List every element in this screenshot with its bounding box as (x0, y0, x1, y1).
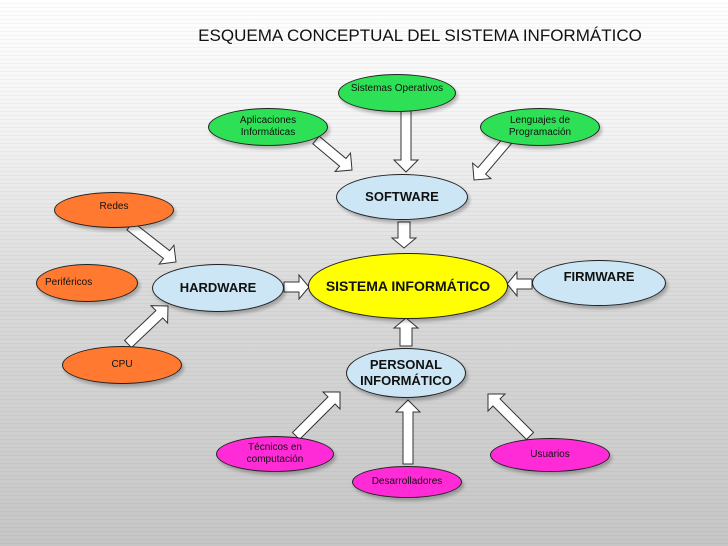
arrow-usuarios-to-personal (487, 393, 535, 441)
node-cpu-label: CPU (111, 359, 133, 370)
node-sistema-informatico: SISTEMA INFORMÁTICO (308, 253, 508, 319)
arrow-desarrolladores-to-personal (394, 399, 422, 465)
node-lenguajes-programacion: Lenguajes de Programación (480, 108, 600, 146)
arrow-redes-to-hardware (126, 221, 177, 265)
node-tecnicos-line2: computación (246, 454, 304, 465)
node-software-label: SOFTWARE (365, 189, 439, 204)
arrow-personal-to-sistema (392, 317, 420, 347)
node-aplicaciones-line1: Aplicaciones (239, 115, 297, 126)
node-lenguajes-line1: Lenguajes de (509, 115, 571, 126)
node-cpu: CPU (62, 346, 182, 384)
node-desarrolladores: Desarrolladores (352, 466, 462, 498)
arrow-cpu-to-hardware (123, 305, 169, 349)
arrow-tecnicos-to-personal (291, 391, 341, 441)
arrow-hardware-to-sistema (283, 273, 310, 301)
arrow-lenguajes-to-software (472, 136, 513, 181)
node-personal-line1: PERSONAL (369, 357, 443, 373)
node-tecnicos-computacion: Técnicos en computación (216, 436, 334, 472)
node-hardware: HARDWARE (152, 264, 284, 312)
node-sistemas-operativos: Sistemas Operativos (338, 74, 456, 112)
node-hardware-label: HARDWARE (179, 280, 257, 296)
node-lenguajes-line2: Programación (508, 127, 572, 138)
node-aplicaciones-line2: Informáticas (240, 127, 296, 138)
node-sistemas-operativos-label: Sistemas Operativos (350, 83, 444, 94)
node-redes: Redes (54, 192, 174, 228)
node-usuarios: Usuarios (490, 438, 610, 472)
node-usuarios-label: Usuarios (530, 449, 570, 460)
node-perifericos: Periféricos (36, 264, 138, 302)
arrow-sistemas-operativos-to-software (392, 109, 420, 173)
arrow-firmware-to-sistema (506, 270, 533, 298)
node-aplicaciones-informaticas: Aplicaciones Informáticas (208, 108, 328, 146)
node-software: SOFTWARE (336, 174, 468, 220)
diagram-title: ESQUEMA CONCEPTUAL DEL SISTEMA INFORMÁTI… (198, 26, 642, 45)
node-firmware: FIRMWARE (532, 260, 666, 306)
arrow-aplicaciones-to-software (312, 135, 353, 173)
node-tecnicos-line1: Técnicos en (248, 442, 302, 453)
arrow-software-to-sistema (390, 221, 418, 249)
node-perifericos-label: Periféricos (45, 277, 93, 288)
node-firmware-label: FIRMWARE (563, 269, 635, 284)
node-personal-informatico: PERSONAL INFORMÁTICO (346, 348, 466, 398)
node-sistema-informatico-label: SISTEMA INFORMÁTICO (325, 277, 491, 294)
node-desarrolladores-label: Desarrolladores (371, 476, 443, 487)
node-redes-label: Redes (99, 201, 129, 212)
node-personal-line2: INFORMÁTICO (360, 373, 452, 388)
